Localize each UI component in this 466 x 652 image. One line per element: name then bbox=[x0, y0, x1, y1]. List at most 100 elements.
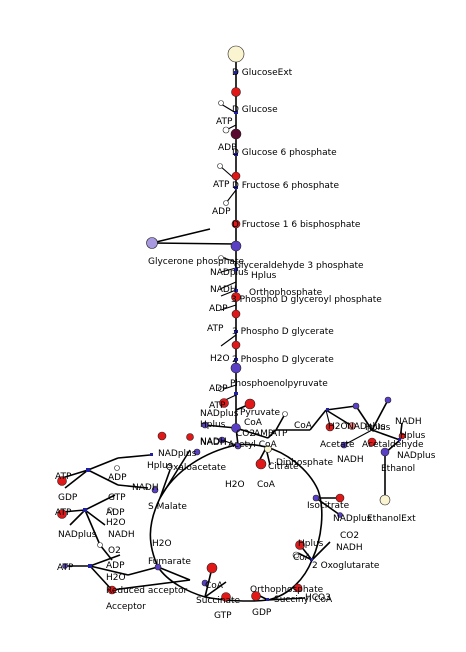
atp7-node bbox=[57, 509, 67, 519]
label-coa1: CoA bbox=[244, 418, 263, 428]
label-nadh3: NADH bbox=[337, 455, 364, 465]
label-nadplus4: NADplus bbox=[397, 451, 436, 461]
label-nadplus5: NADplus bbox=[158, 449, 197, 459]
nadh7-node bbox=[97, 542, 103, 548]
oxphos-edges bbox=[61, 454, 191, 591]
label-gdp2: GDP bbox=[252, 608, 272, 618]
label-pg3: 3 Phospho D glycerate bbox=[232, 327, 334, 337]
label-atp8: ATP bbox=[57, 563, 74, 573]
citrate-node bbox=[255, 458, 267, 470]
label-hplus4: Hplus bbox=[400, 431, 426, 441]
nadplus1-node bbox=[218, 255, 224, 261]
label-atp7: ATP bbox=[55, 508, 72, 518]
acetate-node bbox=[325, 422, 335, 432]
atp8-node bbox=[62, 563, 68, 569]
label-coa5: CoA bbox=[293, 553, 312, 563]
label-pg2: 2 Phospho D glycerate bbox=[232, 355, 334, 365]
label-nadh8: NADH bbox=[336, 543, 363, 553]
atp6-node bbox=[57, 476, 67, 486]
oxaloacetate-node bbox=[234, 442, 242, 450]
label-atp1: ATP bbox=[216, 117, 233, 127]
label-dhap: Glycerone phosphate bbox=[148, 257, 244, 267]
label-h2o1: H2O bbox=[210, 354, 230, 364]
label-h2o4: H2O bbox=[106, 518, 126, 528]
label-nadh2: NADH bbox=[200, 438, 227, 448]
label-bpg: 3 Phospho D glyceroyl phosphate bbox=[231, 295, 382, 305]
glucose-ext-node bbox=[227, 45, 245, 63]
label-co2-1: CO2 bbox=[236, 429, 255, 439]
nadh4-node bbox=[384, 396, 392, 404]
label-o2: O2 bbox=[108, 546, 121, 556]
label-orthophosphate2: Orthophosphate bbox=[250, 585, 324, 595]
label-hplus5: Hplus bbox=[147, 461, 173, 471]
pg3-node-a bbox=[231, 309, 241, 319]
pyruvate-node bbox=[244, 398, 256, 410]
coa2-node bbox=[264, 445, 272, 453]
label-ethanol-ext: EthanolExt bbox=[367, 514, 416, 524]
label-glucose-ext: D GlucoseExt bbox=[232, 68, 293, 78]
g3p-node bbox=[230, 240, 242, 252]
label-acetate: Acetate bbox=[320, 440, 355, 450]
succinyl-coa-node bbox=[293, 583, 303, 593]
atp2-node bbox=[217, 163, 223, 169]
label-h2o5: H2O bbox=[152, 539, 172, 549]
label-gdp1: GDP bbox=[58, 493, 78, 503]
label-adp4: ADP bbox=[209, 384, 228, 394]
nadh2-node bbox=[218, 436, 226, 444]
atp1-node bbox=[218, 100, 224, 106]
nadplus3-node bbox=[352, 402, 360, 410]
isocitrate-node bbox=[312, 494, 320, 502]
label-hplus2: Hplus bbox=[200, 420, 226, 430]
label-gtp1: GTP bbox=[108, 493, 126, 503]
label-malate: S Malate bbox=[148, 502, 187, 512]
nadplus7-node bbox=[337, 512, 343, 518]
ethanol-node bbox=[380, 447, 390, 457]
label-hplus6: Hplus bbox=[298, 539, 324, 549]
glucose-node-a bbox=[231, 87, 241, 97]
label-diphosphate: Diphosphate bbox=[276, 458, 334, 468]
label-nadplus2: NADplus bbox=[200, 409, 239, 419]
hplus4-node bbox=[398, 432, 406, 440]
label-acetaldehyde: Acetaldehyde bbox=[362, 440, 424, 450]
glycolysis-edges bbox=[151, 55, 237, 428]
label-nadh6: NADH bbox=[132, 483, 159, 493]
reaction-hubs bbox=[83, 71, 401, 601]
label-pyruvate: Pyruvate bbox=[240, 408, 281, 418]
atp5-node bbox=[282, 411, 288, 417]
h2o4-node bbox=[107, 507, 113, 513]
pyr-red-node bbox=[219, 398, 229, 408]
label-coa2: CoA bbox=[294, 421, 313, 431]
adp2-node bbox=[223, 200, 229, 206]
label-nadplus1: NADplus bbox=[210, 268, 249, 278]
label-ethanol: Ethanol bbox=[381, 464, 415, 474]
label-atp3: ATP bbox=[207, 324, 224, 334]
label-adp7: ADP bbox=[106, 561, 125, 571]
label-nadplus7: NADplus bbox=[333, 514, 372, 524]
label-g3p: Glyceraldehyde 3 phosphate bbox=[234, 261, 364, 271]
label-oxoglutarate: 2 Oxoglutarate bbox=[312, 561, 380, 571]
metabolite-nodes bbox=[57, 45, 406, 602]
label-f6p: D Fructose 6 phosphate bbox=[232, 181, 339, 191]
gdp2-node bbox=[251, 591, 261, 601]
label-h2o2: H2O bbox=[328, 422, 348, 432]
metabolite-labels: D GlucoseExt ATP D Glucose ADP D Glucose… bbox=[55, 68, 436, 621]
succinate-node bbox=[201, 579, 209, 587]
co2-2-node bbox=[335, 493, 345, 503]
label-adp2: ADP bbox=[212, 207, 231, 217]
label-succinate: Succinate bbox=[196, 596, 241, 606]
malate-node bbox=[151, 486, 159, 494]
label-atp6: ATP bbox=[55, 472, 72, 482]
label-gtp2: GTP bbox=[214, 611, 232, 621]
bpg-node bbox=[231, 292, 241, 302]
label-succinyl-coa: Succinyl CoA bbox=[274, 595, 333, 605]
pep-node bbox=[230, 362, 242, 374]
gdp1-node bbox=[114, 465, 120, 471]
label-f16bp: D Fructose 1 6 bisphosphate bbox=[232, 220, 361, 230]
label-isocitrate: Isocitrate bbox=[307, 501, 350, 511]
label-g6p: D Glucose 6 phosphate bbox=[232, 148, 337, 158]
label-adp3: ADP bbox=[209, 304, 228, 314]
nadplus5-node bbox=[186, 433, 194, 441]
reduced-acceptor-node bbox=[107, 585, 117, 595]
label-fumarate: Fumarate bbox=[148, 557, 191, 567]
label-oxaloacetate: Oxaloacetate bbox=[166, 463, 227, 473]
